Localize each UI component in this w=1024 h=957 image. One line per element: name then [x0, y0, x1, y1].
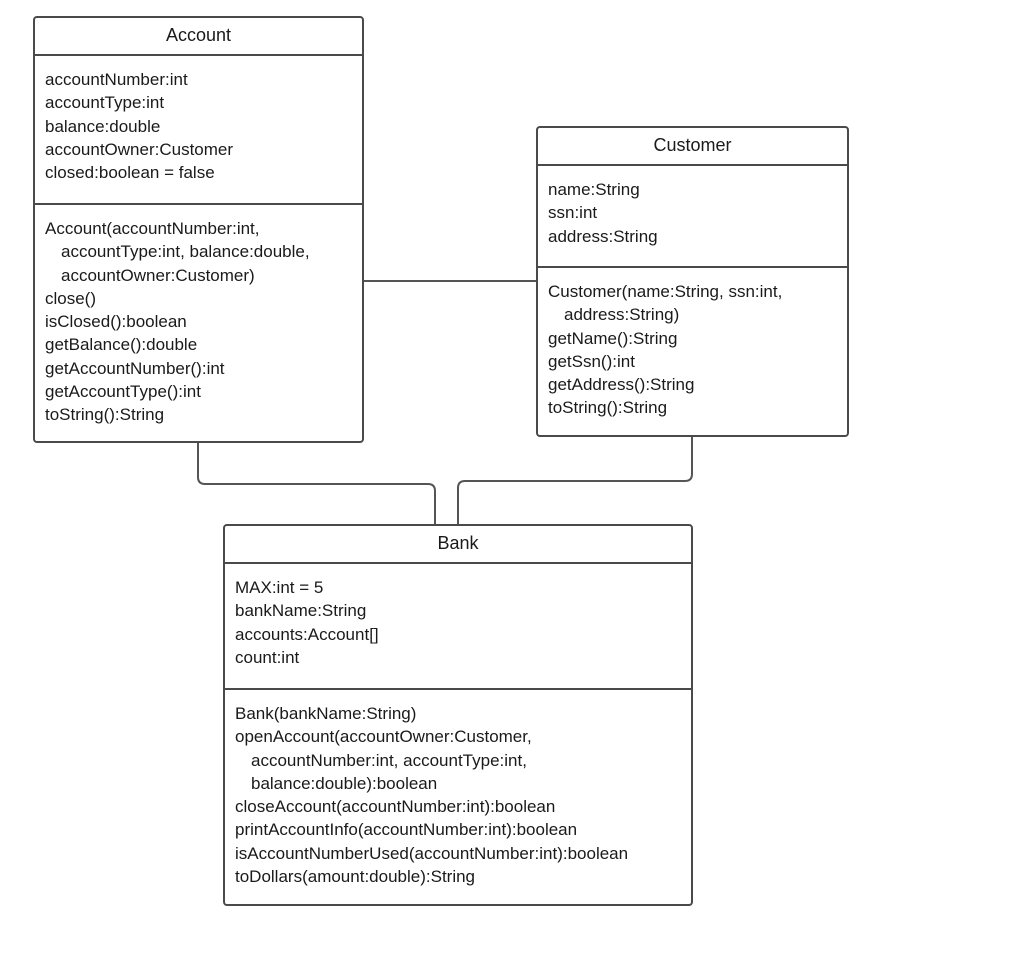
method: close() [45, 288, 97, 308]
bank-attributes: MAX:int = 5 bankName:String accounts:Acc… [225, 564, 691, 690]
attribute: accountOwner:Customer [45, 139, 234, 159]
attribute: name:String [548, 180, 640, 199]
method: isAccountNumberUsed(accountNumber:int):b… [235, 843, 629, 863]
attribute: count:int [235, 647, 300, 667]
account-attributes: accountNumber:int accountType:int balanc… [35, 56, 362, 205]
method: getAddress():String [548, 375, 695, 395]
method: getSsn():int [548, 351, 635, 371]
account-class-box[interactable]: Account accountNumber:int accountType:in… [33, 16, 364, 443]
account-methods: Account(accountNumber:int, accountType:i… [35, 205, 362, 427]
method: Customer(name:String, ssn:int, [548, 282, 783, 301]
method: toDollars(amount:double):String [235, 867, 476, 887]
method: toString():String [548, 398, 668, 418]
attribute: balance:double [45, 116, 161, 136]
method: getAccountType():int [45, 382, 201, 402]
method: openAccount(accountOwner:Customer, [235, 727, 532, 747]
method-continuation: address:String) [564, 305, 680, 325]
method: Account(accountNumber:int, [45, 219, 260, 238]
attribute: ssn:int [548, 203, 598, 223]
method: closeAccount(accountNumber:int):boolean [235, 797, 556, 817]
attribute: bankName:String [235, 601, 367, 621]
method-continuation: accountOwner:Customer) [61, 265, 255, 285]
customer-class-box[interactable]: Customer name:String ssn:int address:Str… [536, 126, 849, 437]
method: getBalance():double [45, 335, 198, 355]
attribute: accountType:int [45, 93, 165, 113]
attribute: address:String [548, 226, 658, 246]
customer-bank-association [457, 437, 693, 524]
method-continuation: accountNumber:int, accountType:int, [251, 750, 527, 770]
customer-attributes: name:String ssn:int address:String [538, 166, 847, 268]
attribute: accountNumber:int [45, 70, 188, 89]
attribute: closed:boolean = false [45, 163, 215, 183]
attribute: MAX:int = 5 [235, 578, 324, 597]
method-continuation: accountType:int, balance:double, [61, 242, 310, 262]
method: Bank(bankName:String) [235, 704, 417, 723]
method: getAccountNumber():int [45, 358, 225, 378]
bank-class-name: Bank [225, 526, 691, 564]
method: isClosed():boolean [45, 312, 187, 332]
method-continuation: balance:double):boolean [251, 773, 438, 793]
bank-methods: Bank(bankName:String) openAccount(accoun… [225, 690, 691, 888]
customer-methods: Customer(name:String, ssn:int, address:S… [538, 268, 847, 420]
bank-class-box[interactable]: Bank MAX:int = 5 bankName:String account… [223, 524, 693, 906]
attribute: accounts:Account[] [235, 624, 379, 644]
method: toString():String [45, 405, 165, 425]
method: getName():String [548, 328, 678, 348]
account-class-name: Account [35, 18, 362, 56]
method: printAccountInfo(accountNumber:int):bool… [235, 820, 578, 840]
account-bank-association [197, 443, 436, 524]
customer-class-name: Customer [538, 128, 847, 166]
